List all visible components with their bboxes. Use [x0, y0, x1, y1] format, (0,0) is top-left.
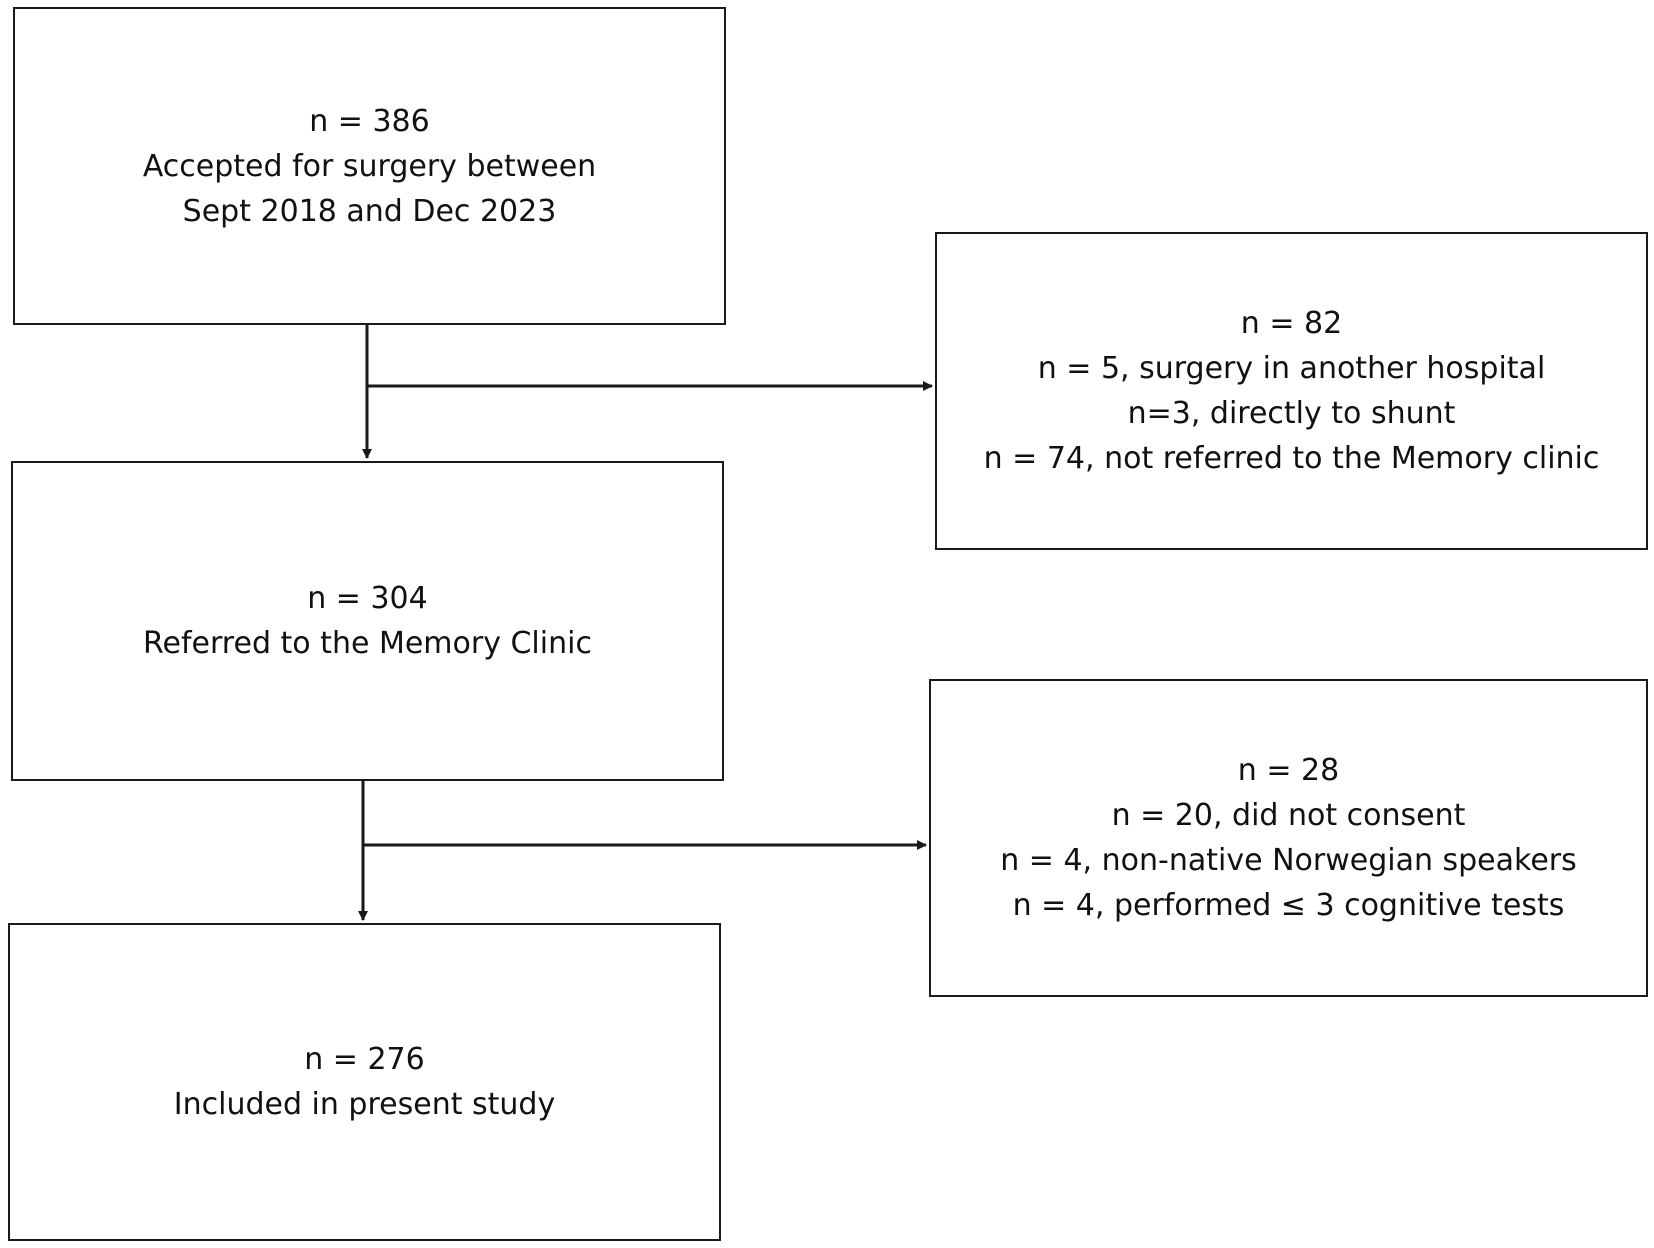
- referred-memory-clinic-box: n = 304 Referred to the Memory Clinic: [11, 461, 724, 781]
- excluded-first-count: n = 82: [1240, 306, 1343, 341]
- included-description: Included in present study: [173, 1087, 556, 1122]
- excluded-second-reason-1: n = 20, did not consent: [1111, 798, 1466, 833]
- excluded-second-reason-2: n = 4, non-native Norwegian speakers: [1000, 843, 1577, 878]
- included-in-study-box: n = 276 Included in present study: [8, 923, 721, 1241]
- excluded-second-reason-3: n = 4, performed ≤ 3 cognitive tests: [1012, 888, 1565, 923]
- excluded-second-count: n = 28: [1237, 753, 1340, 788]
- excluded-first-reason-2: n=3, directly to shunt: [1127, 396, 1456, 431]
- excluded-first-reason-3: n = 74, not referred to the Memory clini…: [983, 441, 1600, 476]
- accepted-description-line-2: Sept 2018 and Dec 2023: [182, 193, 557, 229]
- excluded-first-reason-1: n = 5, surgery in another hospital: [1037, 351, 1546, 386]
- referred-count: n = 304: [307, 581, 428, 616]
- included-count: n = 276: [304, 1042, 425, 1077]
- referred-description: Referred to the Memory Clinic: [143, 626, 592, 661]
- excluded-second-box: n = 28 n = 20, did not consent n = 4, no…: [929, 679, 1648, 997]
- accepted-count: n = 386: [309, 103, 430, 139]
- accepted-description-line-1: Accepted for surgery between: [142, 148, 597, 184]
- excluded-first-box: n = 82 n = 5, surgery in another hospita…: [935, 232, 1648, 550]
- accepted-for-surgery-box: n = 386 Accepted for surgery between Sep…: [13, 7, 726, 325]
